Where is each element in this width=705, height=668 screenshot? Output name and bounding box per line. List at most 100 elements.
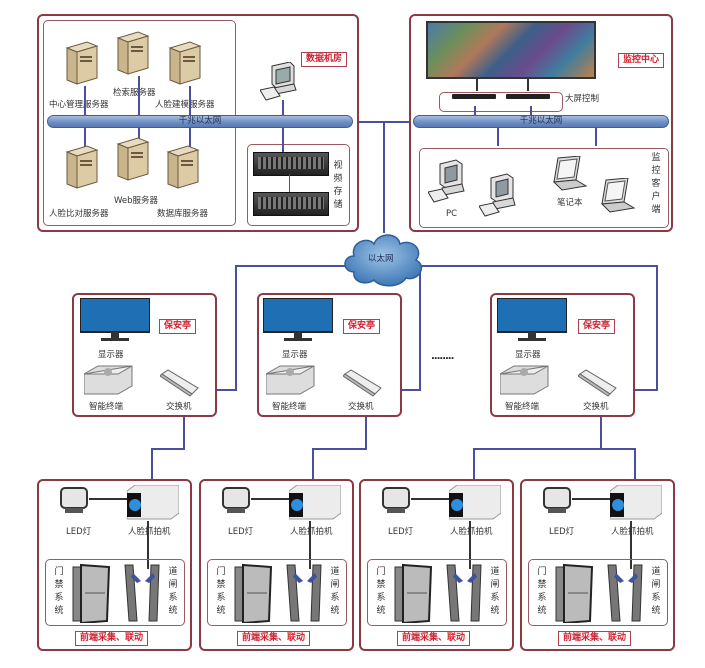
camera-gate-link [309,521,311,569]
turnstile-gate-icon [606,563,646,623]
storage-group [247,144,350,226]
wire-sw3-down [600,395,602,450]
more-guard-rooms-ellipsis: ........ [431,351,454,362]
wire-cloud-guard3-v [656,265,658,391]
led-light-icon [542,487,572,515]
monitor-display-icon [263,298,333,344]
storage-array-icon [253,152,329,176]
cloud-label: 以太网 [368,254,394,264]
led-label: LED灯 [228,527,254,537]
camera-label: 人脸抓拍机 [611,527,654,537]
switch-label: 交换机 [348,402,374,412]
access-control-label: 门禁系统 [537,567,547,616]
gate-system-label: 道闸系统 [330,567,340,616]
backbone-label: 千兆以太网 [519,116,563,126]
network-switch-icon [343,368,383,398]
wall-controller-icon [452,94,496,99]
gigabit-ethernet-backbone-monitor: 千兆以太网 [413,115,669,128]
led-camera-link [411,498,451,500]
wire-cloud-guard2-v [419,265,421,391]
terminal-label: 智能终端 [272,402,307,412]
wire-cloud-guard1-v [235,265,237,391]
turnstile-gate-icon [285,563,325,623]
led-camera-link [572,498,612,500]
display-label: 显示器 [98,350,124,360]
monitor-center-tag: 监控中心 [618,53,665,68]
face-capture-camera-icon [449,485,501,521]
smart-terminal-icon [500,364,550,396]
terminal-label: 智能终端 [89,402,124,412]
backbone-label: 千兆以太网 [178,116,222,126]
workstation-icon [260,62,300,102]
wire-sw3-fe3 [473,448,475,480]
server-label: 数据库服务器 [157,209,209,219]
storage-array-icon [253,192,329,216]
wall-link [527,79,529,91]
wire-cloud-guard1 [236,265,346,267]
gate-system-label: 道闸系统 [168,567,178,616]
laptop-label: 笔记本 [557,198,583,208]
video-wall [426,21,596,79]
guard-room-tag: 保安亭 [343,319,381,334]
terminal-label: 智能终端 [505,402,540,412]
clients-label: 监控客户端 [651,153,661,215]
front-end-tag: 前端采集、联动 [397,631,471,646]
display-label: 显示器 [515,350,541,360]
switch-label: 交换机 [166,402,192,412]
wire-sw2-h [312,448,367,450]
pc-label: PC [446,209,458,219]
client-group [419,148,669,228]
wire-sw2-down [365,395,367,450]
wire-sw1-down [183,395,185,450]
wall-control-group [439,92,563,112]
led-light-icon [59,487,89,515]
turnstile-gate-icon [445,563,485,623]
led-camera-link [251,498,291,500]
camera-label: 人脸抓拍机 [128,527,171,537]
display-label: 显示器 [282,350,308,360]
laptop-icon [594,178,638,218]
wire-sw1-h [151,448,185,450]
access-gate-group [207,559,347,626]
pc-icon [479,172,523,218]
front-end-tag: 前端采集、联动 [75,631,149,646]
data-center-tag: 数据机房 [301,52,348,67]
door-icon [71,563,111,623]
storage-label: 视频存储 [333,161,343,210]
access-control-label: 门禁系统 [54,567,64,616]
wall-controller-icon [506,94,550,99]
front-end-tag: 前端采集、联动 [237,631,311,646]
network-switch-icon [160,368,200,398]
server-icon [166,40,202,86]
led-light-icon [221,487,251,515]
led-label: LED灯 [388,527,414,537]
server-icon [63,40,99,86]
wire-to-cloud [383,121,385,233]
face-capture-camera-icon [610,485,662,521]
led-camera-link [89,498,129,500]
network-switch-icon [578,368,618,398]
monitor-display-icon [497,298,567,344]
door-icon [393,563,433,623]
guard-room-tag: 保安亭 [159,319,197,334]
storage-link [289,174,290,192]
server-label: 人脸建模服务器 [155,100,215,110]
access-gate-group [367,559,507,626]
door-icon [554,563,594,623]
wire-sw3-fe4 [634,448,636,480]
laptop-icon [546,156,590,196]
wall-ctrl-link [530,106,532,116]
led-label: LED灯 [66,527,92,537]
access-control-label: 门禁系统 [216,567,226,616]
face-capture-camera-icon [127,485,179,521]
guard-room-tag: 保安亭 [578,319,616,334]
client-link [497,128,499,146]
camera-label: 人脸抓拍机 [290,527,333,537]
wall-link [476,79,478,91]
wire-cloud-guard3 [420,265,658,267]
wall-ctrl-link [474,106,476,116]
ethernet-cloud-icon: 以太网 [340,228,426,288]
camera-gate-link [630,521,632,569]
camera-gate-link [469,521,471,569]
wire-sw3-h [473,448,636,450]
